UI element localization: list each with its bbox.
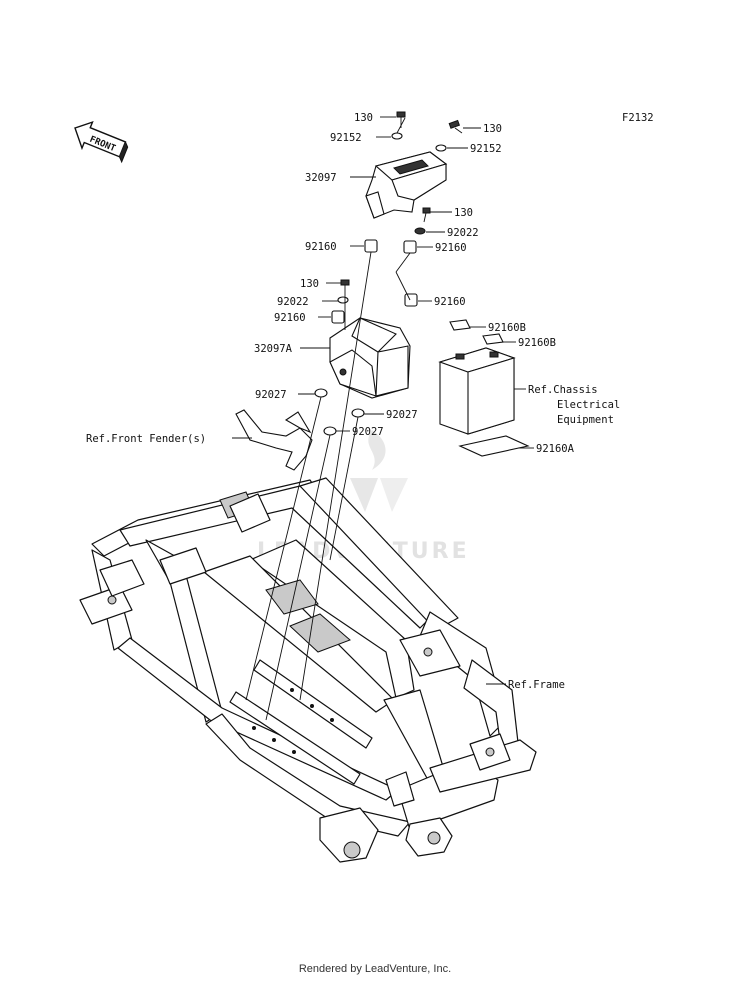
callout-130-b: 130 xyxy=(483,123,502,135)
battery-icon xyxy=(438,347,516,435)
callout-32097: 32097 xyxy=(305,172,337,184)
callout-92160-b: 92160 xyxy=(435,242,467,254)
callout-130-a: 130 xyxy=(354,112,373,124)
callout-92160A: 92160A xyxy=(536,443,575,455)
grommet-92160-b-icon xyxy=(403,240,417,254)
battery-case-32097 xyxy=(365,151,448,219)
figure-code: F2132 xyxy=(622,112,654,124)
collar-92027-a-icon xyxy=(314,388,328,398)
grommet-92160-d-icon xyxy=(404,293,418,307)
battery-bracket-32097A xyxy=(329,317,411,399)
callout-labels: 130 92152 130 92152 32097 130 92022 9216… xyxy=(254,112,575,455)
callout-92160-a: 92160 xyxy=(305,241,337,253)
callout-92027-c: 92027 xyxy=(352,426,384,438)
ref-chassis-electrical-line2: Electrical xyxy=(557,399,620,411)
front-fender-bracket xyxy=(235,409,313,471)
front-arrow-icon: FRONT xyxy=(74,120,129,164)
callout-92022-a: 92022 xyxy=(447,227,479,239)
callout-92160B-a: 92160B xyxy=(488,322,526,334)
pad-92160B-a-icon xyxy=(449,319,471,331)
bolt-130-c-icon xyxy=(422,207,431,223)
callout-32097A: 32097A xyxy=(254,343,293,355)
collar-92027-c-icon xyxy=(323,426,337,436)
bolt-130-b-icon xyxy=(448,119,463,134)
footer-credit: Rendered by LeadVenture, Inc. xyxy=(298,963,452,975)
callout-130-c: 130 xyxy=(454,207,473,219)
frame-illustration xyxy=(79,477,537,863)
ref-chassis-electrical-line1: Ref.Chassis xyxy=(528,384,598,396)
assembly-lines xyxy=(245,117,411,721)
callout-92152-b: 92152 xyxy=(470,143,502,155)
washer-92152-a-icon xyxy=(391,132,403,140)
callout-92160-d: 92160 xyxy=(434,296,466,308)
reference-labels: Ref.Front Fender(s) Ref.Chassis Electric… xyxy=(86,384,620,691)
pad-92160A-icon xyxy=(458,435,530,457)
leader-lines xyxy=(232,116,534,685)
grommet-92160-a-icon xyxy=(364,239,378,253)
ref-frame: Ref.Frame xyxy=(508,679,565,691)
callout-92160B-b: 92160B xyxy=(518,337,556,349)
callout-92027-a: 92027 xyxy=(255,389,287,401)
pad-92160B-b-icon xyxy=(482,333,504,345)
grommet-92160-c-icon xyxy=(331,310,345,324)
washer-92022-b-icon xyxy=(337,296,349,304)
callout-92022-b: 92022 xyxy=(277,296,309,308)
bolt-130-d-icon xyxy=(340,279,350,294)
collar-92027-b-icon xyxy=(351,408,365,418)
washer-92022-a-icon xyxy=(414,227,426,235)
callout-92027-b: 92027 xyxy=(386,409,418,421)
ref-front-fender: Ref.Front Fender(s) xyxy=(86,433,206,445)
ref-chassis-electrical-line3: Equipment xyxy=(557,414,614,426)
callout-130-d: 130 xyxy=(300,278,319,290)
washer-92152-b-icon xyxy=(435,144,447,152)
callout-92160-c: 92160 xyxy=(274,312,306,324)
callout-92152-a: 92152 xyxy=(330,132,362,144)
